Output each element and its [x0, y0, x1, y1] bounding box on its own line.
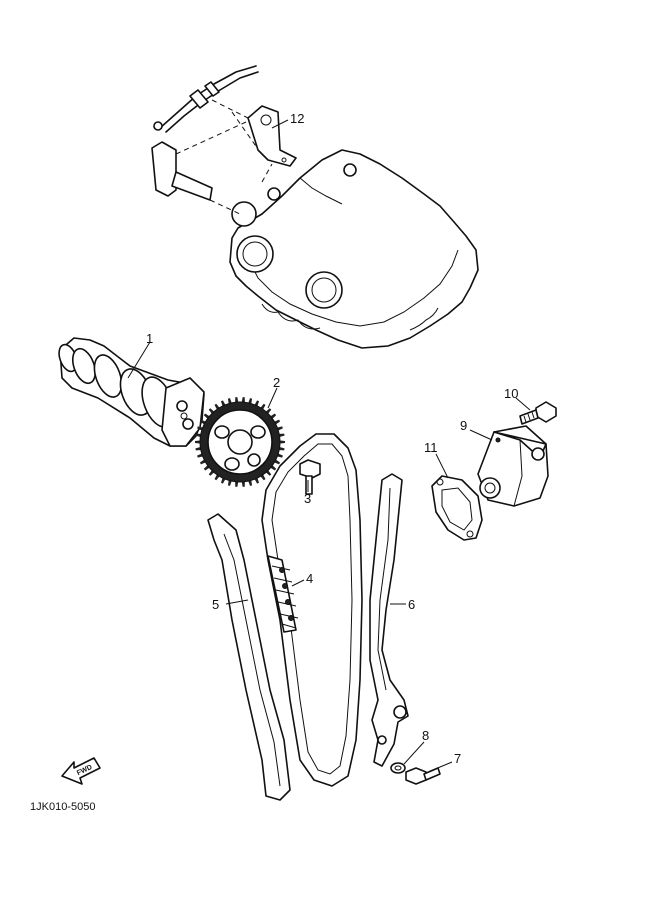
- callout-labels: 1 2 3 4 5 6 7 8 9 10 11 12: [146, 111, 518, 766]
- callout-10: 10: [504, 386, 518, 401]
- chain-guide-5: [207, 513, 291, 801]
- callout-2: 2: [273, 375, 280, 390]
- callout-8: 8: [422, 728, 429, 743]
- callout-6: 6: [408, 597, 415, 612]
- camshaft-1: [58, 337, 205, 447]
- tensioner-cap-bolt-10: [519, 401, 557, 425]
- forward-direction-arrow: FWD: [61, 757, 101, 785]
- decompression-cable-assembly: [151, 65, 273, 215]
- callout-9: 9: [460, 418, 467, 433]
- tensioner-gasket-11: [431, 475, 483, 541]
- callout-4: 4: [306, 571, 313, 586]
- cam-chain-loop: [261, 433, 363, 787]
- callout-5: 5: [212, 597, 219, 612]
- cam-sprocket-2: [195, 397, 285, 487]
- tensioner-guide-6: [369, 473, 409, 767]
- cylinder-head-outline: [229, 149, 479, 349]
- pivot-bolt-7: [405, 767, 441, 785]
- callout-12: 12: [290, 111, 304, 126]
- callout-3: 3: [304, 491, 311, 506]
- leader-lines: [127, 119, 531, 773]
- callout-7: 7: [454, 751, 461, 766]
- callout-11: 11: [424, 440, 438, 455]
- diagram-code: 1JK010-5050: [30, 801, 95, 813]
- washer-8: [390, 762, 406, 774]
- callout-1: 1: [146, 331, 153, 346]
- chain-tensioner-9: [477, 425, 549, 507]
- sprocket-bolt-3: [299, 459, 321, 495]
- cable-bracket-12: [247, 105, 297, 167]
- chain-sample-4: [267, 555, 299, 633]
